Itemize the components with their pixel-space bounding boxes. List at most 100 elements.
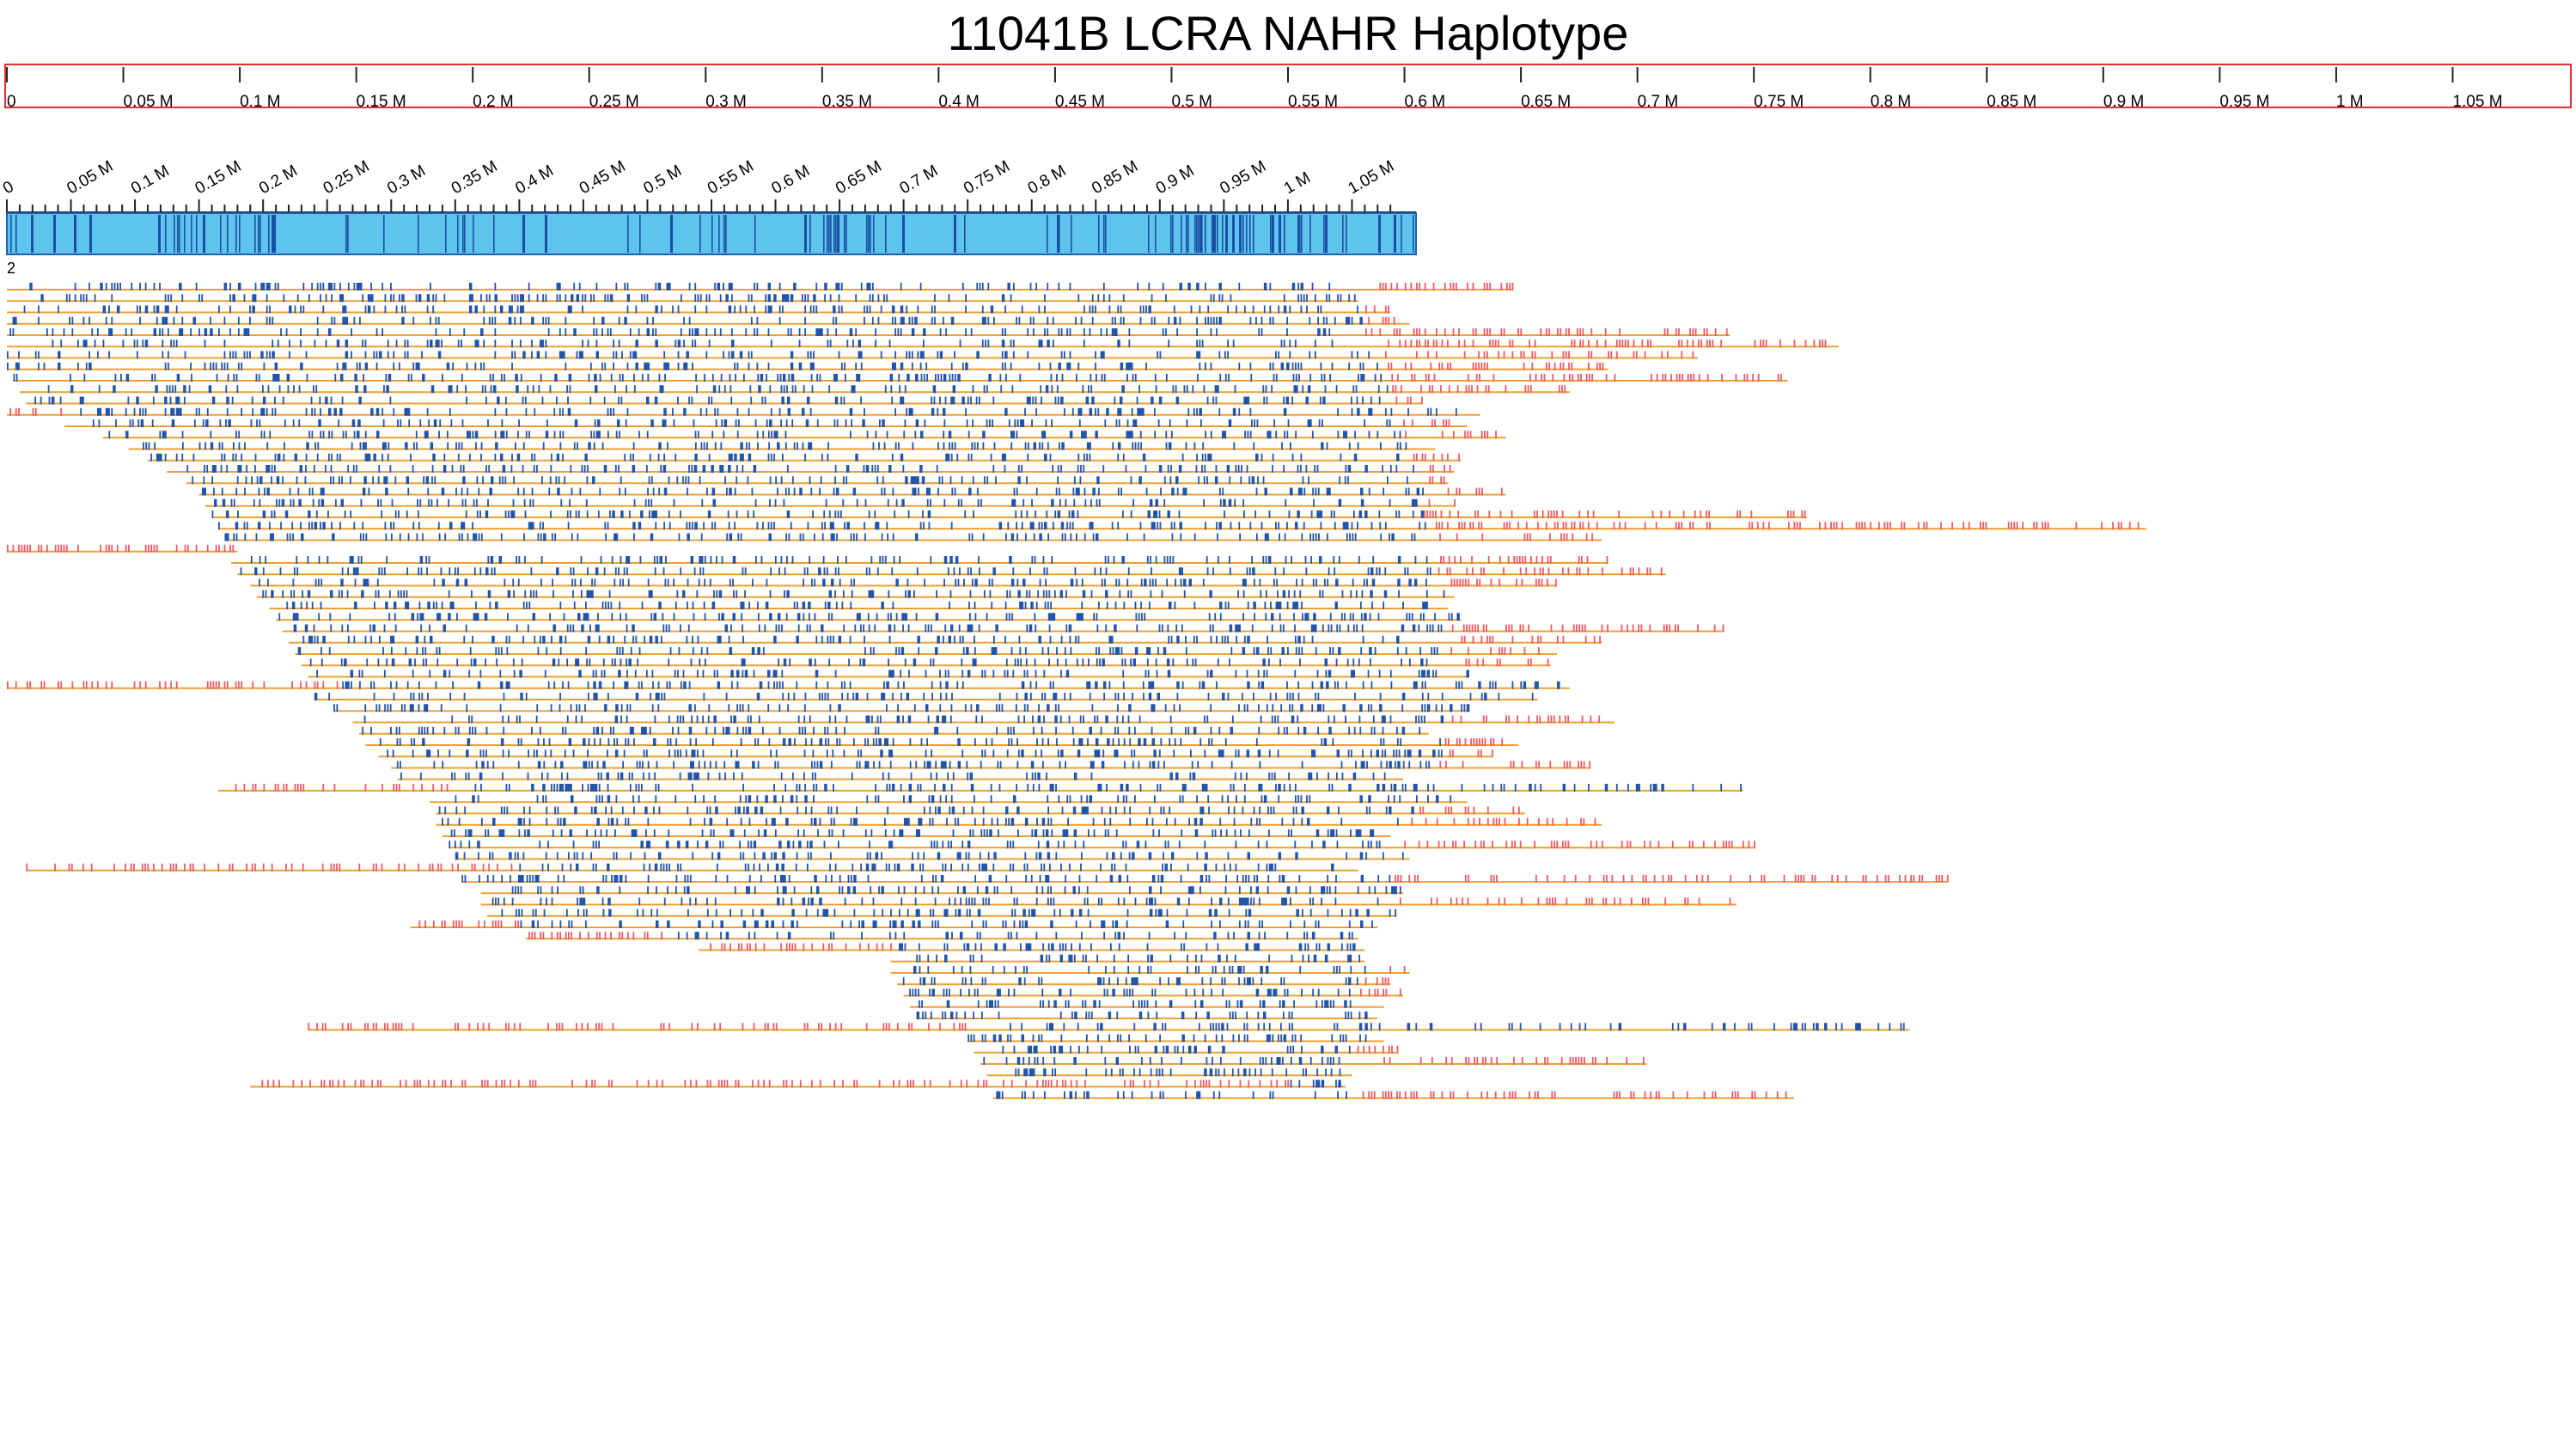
match-tick bbox=[812, 511, 814, 518]
match-tick bbox=[773, 453, 775, 462]
mismatch-tick bbox=[1411, 419, 1413, 427]
match-tick bbox=[450, 419, 453, 427]
match-tick bbox=[266, 294, 268, 303]
match-tick bbox=[669, 647, 672, 655]
match-tick bbox=[1139, 522, 1142, 530]
match-tick bbox=[1069, 431, 1073, 439]
mismatch-tick bbox=[1501, 647, 1504, 655]
match-tick bbox=[1278, 522, 1280, 530]
contig-variant-marker bbox=[1170, 215, 1172, 253]
match-tick bbox=[1336, 624, 1339, 633]
match-tick bbox=[139, 407, 141, 416]
match-tick bbox=[945, 328, 948, 336]
read-row bbox=[167, 465, 1455, 473]
match-tick bbox=[1299, 658, 1301, 667]
match-tick bbox=[842, 498, 845, 507]
match-tick bbox=[339, 374, 344, 382]
match-tick bbox=[34, 351, 37, 359]
match-tick bbox=[1082, 590, 1086, 598]
match-tick bbox=[1158, 465, 1163, 473]
match-tick bbox=[282, 590, 284, 598]
mismatch-tick bbox=[1582, 339, 1584, 348]
match-tick bbox=[336, 453, 339, 462]
match-tick bbox=[320, 498, 325, 507]
match-tick bbox=[734, 522, 736, 530]
match-tick bbox=[1205, 316, 1206, 325]
contig-axis-tick-label: 0.4 M bbox=[512, 162, 557, 198]
match-tick bbox=[961, 396, 965, 405]
match-tick bbox=[351, 442, 353, 450]
match-tick bbox=[551, 533, 553, 541]
match-tick bbox=[1340, 613, 1343, 621]
match-tick bbox=[560, 498, 563, 507]
match-tick bbox=[957, 578, 960, 587]
match-tick bbox=[815, 635, 818, 644]
match-tick bbox=[314, 693, 318, 700]
match-tick bbox=[930, 556, 932, 564]
match-tick bbox=[559, 602, 562, 609]
match-tick bbox=[416, 442, 418, 450]
match-tick bbox=[984, 669, 986, 678]
match-tick bbox=[475, 533, 478, 541]
match-tick bbox=[1136, 624, 1138, 633]
match-tick bbox=[1038, 305, 1041, 314]
match-tick bbox=[749, 385, 752, 394]
match-tick bbox=[342, 362, 345, 370]
match-tick bbox=[967, 669, 971, 678]
match-tick bbox=[351, 328, 352, 336]
mismatch-tick bbox=[1395, 396, 1398, 405]
match-tick bbox=[1350, 396, 1352, 405]
match-tick bbox=[1275, 522, 1277, 530]
match-tick bbox=[192, 316, 196, 325]
match-tick bbox=[829, 339, 832, 348]
match-tick bbox=[810, 442, 813, 450]
match-tick bbox=[1112, 647, 1114, 655]
match-tick bbox=[956, 681, 959, 689]
match-tick bbox=[1118, 578, 1120, 587]
match-tick bbox=[96, 407, 101, 416]
match-tick bbox=[650, 476, 653, 485]
match-tick bbox=[1148, 602, 1151, 609]
match-tick bbox=[645, 396, 650, 405]
match-tick bbox=[657, 283, 662, 290]
mismatch-tick bbox=[1489, 328, 1492, 336]
match-tick bbox=[1115, 419, 1118, 427]
match-tick bbox=[824, 294, 826, 303]
match-tick bbox=[485, 511, 489, 518]
mismatch-tick bbox=[1545, 328, 1547, 336]
match-tick bbox=[1422, 487, 1424, 496]
match-tick bbox=[430, 442, 434, 450]
match-tick bbox=[838, 305, 840, 314]
match-tick bbox=[1052, 465, 1054, 473]
match-tick bbox=[1071, 407, 1074, 416]
match-tick bbox=[481, 385, 484, 394]
match-tick bbox=[1270, 647, 1273, 655]
match-tick bbox=[840, 362, 843, 370]
match-tick bbox=[904, 658, 906, 667]
match-tick bbox=[425, 556, 428, 564]
match-tick bbox=[1100, 328, 1102, 336]
match-tick bbox=[327, 283, 332, 290]
match-tick bbox=[1216, 681, 1218, 689]
mismatch-tick bbox=[1451, 624, 1454, 633]
match-tick bbox=[687, 487, 688, 496]
match-tick bbox=[845, 465, 850, 473]
match-tick bbox=[280, 328, 282, 336]
match-tick bbox=[626, 567, 628, 576]
match-tick bbox=[1420, 511, 1425, 518]
match-tick bbox=[932, 385, 937, 394]
mismatch-tick bbox=[1404, 339, 1407, 348]
match-tick bbox=[1360, 613, 1363, 621]
match-tick bbox=[694, 704, 696, 712]
match-tick bbox=[711, 602, 716, 609]
match-tick bbox=[175, 305, 178, 314]
match-tick bbox=[1270, 602, 1272, 609]
contig-variant-marker bbox=[830, 215, 832, 253]
match-tick bbox=[705, 407, 708, 416]
match-tick bbox=[1132, 693, 1133, 700]
match-tick bbox=[237, 283, 241, 290]
match-tick bbox=[1132, 658, 1137, 667]
match-tick bbox=[1216, 522, 1218, 530]
match-tick bbox=[898, 442, 900, 450]
match-tick bbox=[341, 624, 344, 633]
